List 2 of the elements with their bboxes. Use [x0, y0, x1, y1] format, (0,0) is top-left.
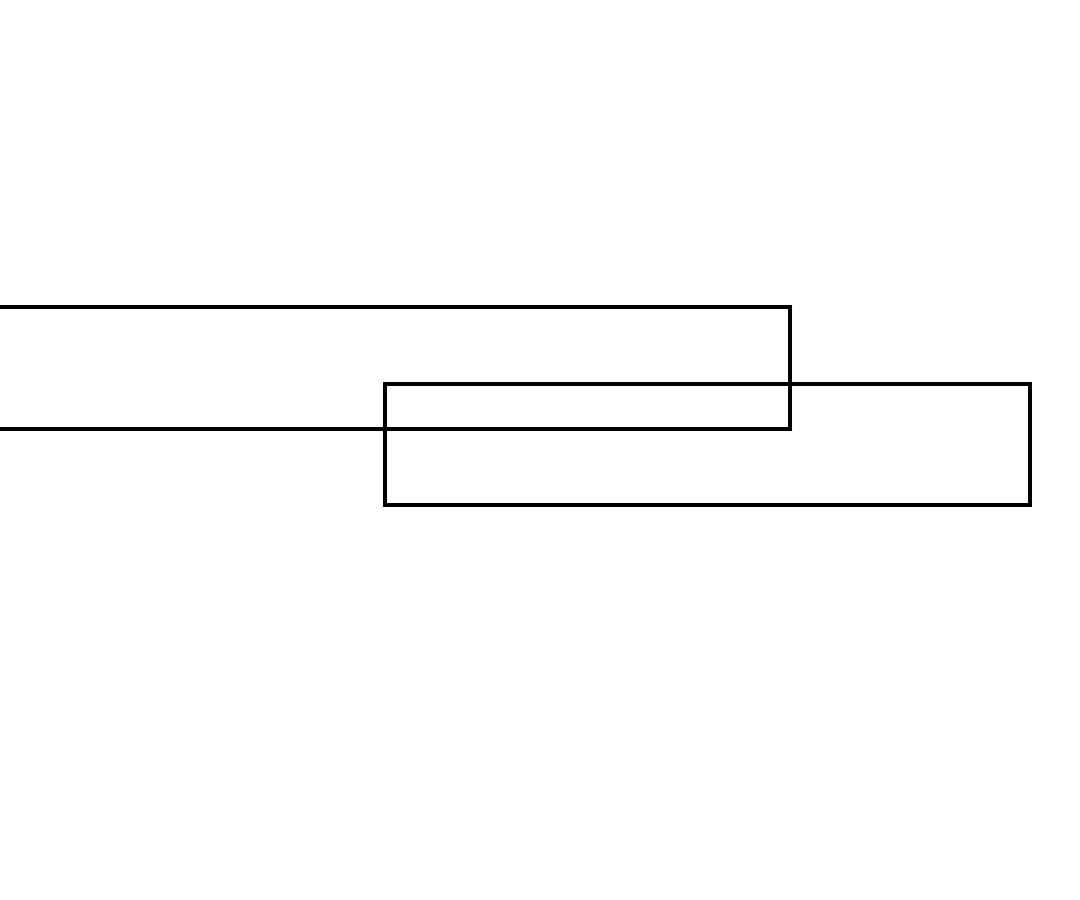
rectangle-outline	[0, 305, 792, 431]
rectangle-outline	[383, 382, 1032, 507]
